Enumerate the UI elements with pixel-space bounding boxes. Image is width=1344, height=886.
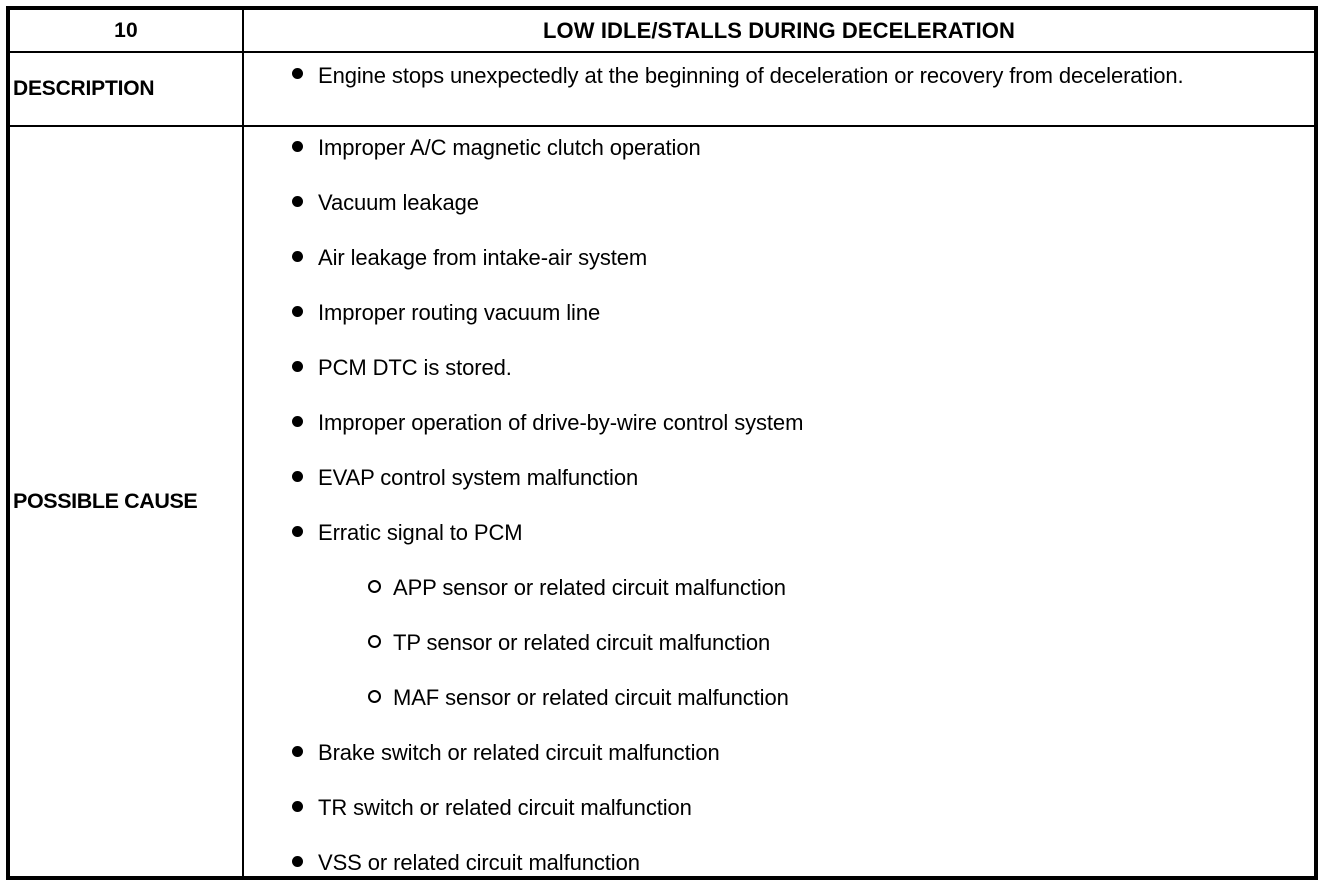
list-item-label: Improper routing vacuum line bbox=[318, 300, 601, 325]
list-item-label: Erratic signal to PCM bbox=[318, 520, 523, 545]
list-item: Improper routing vacuum line bbox=[292, 299, 1304, 327]
hollow-bullet-icon bbox=[368, 684, 393, 712]
list-item-label: PCM DTC is stored. bbox=[318, 355, 512, 380]
list-item-label: MAF sensor or related circuit malfunctio… bbox=[393, 685, 789, 710]
diagnostic-trouble-table: 10 LOW IDLE/STALLS DURING DECELERATION D… bbox=[6, 6, 1318, 880]
list-item: EVAP control system malfunction bbox=[292, 464, 1304, 492]
filled-bullet-icon bbox=[292, 794, 318, 822]
list-item-label: Brake switch or related circuit malfunct… bbox=[318, 740, 720, 765]
filled-bullet-icon bbox=[292, 189, 318, 217]
list-item: Vacuum leakage bbox=[292, 189, 1304, 217]
list-item: Air leakage from intake-air system bbox=[292, 244, 1304, 272]
possible-cause-label-cell: POSSIBLE CAUSE bbox=[10, 127, 242, 876]
list-item-label: TR switch or related circuit malfunction bbox=[318, 795, 692, 820]
possible-cause-row: POSSIBLE CAUSE Improper A/C magnetic clu… bbox=[10, 125, 1314, 876]
filled-bullet-icon bbox=[292, 739, 318, 767]
description-label-cell: DESCRIPTION bbox=[10, 53, 242, 125]
list-item: Improper A/C magnetic clutch operation bbox=[292, 134, 1304, 162]
list-item: Brake switch or related circuit malfunct… bbox=[292, 739, 1304, 767]
description-label: DESCRIPTION bbox=[13, 77, 155, 100]
filled-bullet-icon bbox=[292, 519, 318, 547]
list-item: Improper operation of drive-by-wire cont… bbox=[292, 409, 1304, 437]
filled-bullet-icon bbox=[292, 354, 318, 382]
list-item-label: TP sensor or related circuit malfunction bbox=[393, 630, 771, 655]
list-item-label: EVAP control system malfunction bbox=[318, 465, 639, 490]
header-number-cell: 10 bbox=[10, 10, 242, 51]
list-item-label: VSS or related circuit malfunction bbox=[318, 850, 640, 875]
list-item: MAF sensor or related circuit malfunctio… bbox=[368, 684, 1304, 712]
possible-cause-label: POSSIBLE CAUSE bbox=[13, 489, 198, 513]
filled-bullet-icon bbox=[292, 409, 318, 437]
list-item-label: Improper operation of drive-by-wire cont… bbox=[318, 410, 804, 435]
description-list: Engine stops unexpectedly at the beginni… bbox=[244, 53, 1314, 125]
hollow-bullet-icon bbox=[368, 629, 393, 657]
hollow-bullet-icon bbox=[368, 574, 393, 602]
list-item: PCM DTC is stored. bbox=[292, 354, 1304, 382]
filled-bullet-icon bbox=[292, 61, 318, 89]
symptom-title: LOW IDLE/STALLS DURING DECELERATION bbox=[543, 17, 1015, 43]
list-item-label: Vacuum leakage bbox=[318, 190, 479, 215]
filled-bullet-icon bbox=[292, 134, 318, 162]
list-item: TP sensor or related circuit malfunction bbox=[368, 629, 1304, 657]
description-row: DESCRIPTION Engine stops unexpectedly at… bbox=[10, 51, 1314, 125]
list-item-label: Engine stops unexpectedly at the beginni… bbox=[318, 63, 1184, 88]
list-item-label: Improper A/C magnetic clutch operation bbox=[318, 135, 701, 160]
list-item: Engine stops unexpectedly at the beginni… bbox=[292, 61, 1290, 90]
list-item: VSS or related circuit malfunction bbox=[292, 849, 1304, 877]
description-content-cell: Engine stops unexpectedly at the beginni… bbox=[242, 53, 1314, 125]
list-item: APP sensor or related circuit malfunctio… bbox=[368, 574, 1304, 602]
list-item-label: APP sensor or related circuit malfunctio… bbox=[393, 575, 786, 600]
filled-bullet-icon bbox=[292, 299, 318, 327]
list-item: TR switch or related circuit malfunction bbox=[292, 794, 1304, 822]
list-item: Erratic signal to PCM bbox=[292, 519, 1304, 547]
list-item-label: Air leakage from intake-air system bbox=[318, 245, 648, 270]
filled-bullet-icon bbox=[292, 464, 318, 492]
table-header-row: 10 LOW IDLE/STALLS DURING DECELERATION bbox=[10, 10, 1314, 51]
filled-bullet-icon bbox=[292, 244, 318, 272]
filled-bullet-icon bbox=[292, 849, 318, 877]
header-title-cell: LOW IDLE/STALLS DURING DECELERATION bbox=[242, 10, 1314, 51]
symptom-number: 10 bbox=[114, 18, 138, 42]
